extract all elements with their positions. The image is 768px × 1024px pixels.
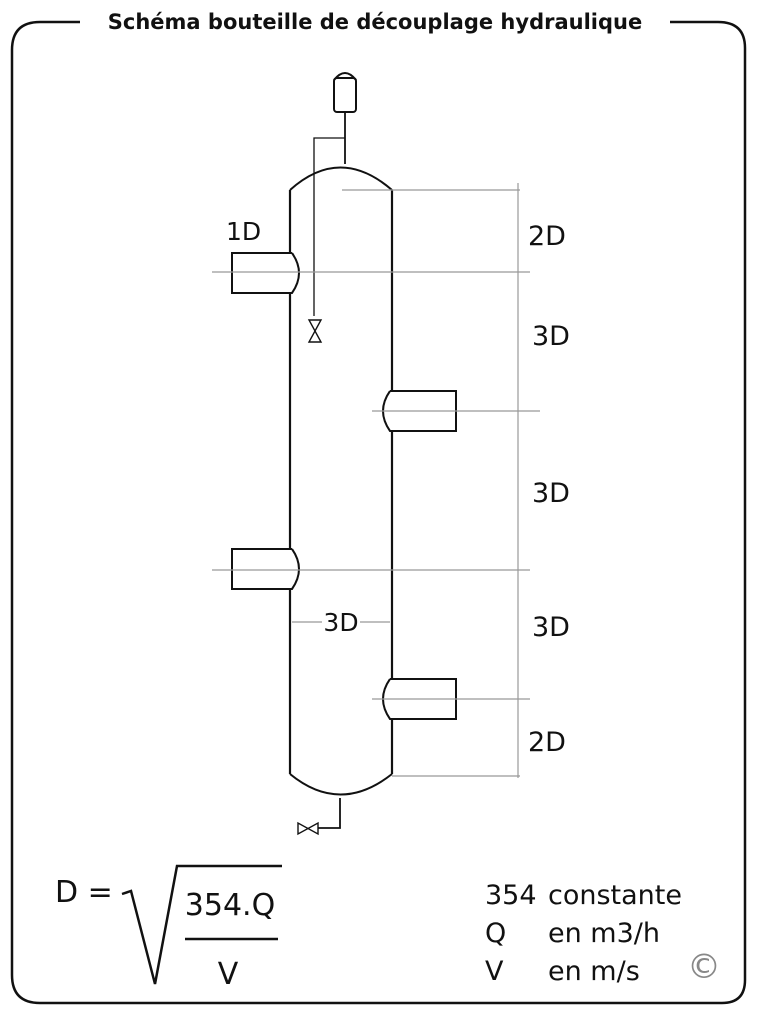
air-vent-cap xyxy=(333,72,357,81)
bottle-top-cap xyxy=(289,166,393,191)
drain-valve-icon xyxy=(297,821,319,836)
nozzle-left-lower xyxy=(231,548,300,590)
bottle-bottom-cap xyxy=(289,773,393,796)
dim-label-3: 3D xyxy=(532,478,570,509)
legend-symbol-2: Q xyxy=(485,918,506,949)
probe-valve-icon xyxy=(307,319,323,343)
dim-label-1: 2D xyxy=(528,221,566,252)
dimension-lines xyxy=(212,183,540,778)
dim-label-2: 3D xyxy=(532,321,570,352)
drain-pipe xyxy=(318,798,341,829)
legend-text-2: en m3/h xyxy=(548,918,660,949)
dim-label-5: 2D xyxy=(528,727,566,758)
dim-label-4: 3D xyxy=(532,612,570,643)
formula-numerator: 354.Q xyxy=(185,888,275,923)
legend-symbol-1: 354 xyxy=(485,880,537,911)
label-inlet-diameter: 1D xyxy=(226,217,261,246)
legend-text-3: en m/s xyxy=(548,956,640,987)
diagram-title: Schéma bouteille de découplage hydrauliq… xyxy=(108,10,642,34)
nozzle-left-top xyxy=(231,252,300,294)
legend-text-1: constante xyxy=(548,880,682,911)
formula-denominator: V xyxy=(218,957,239,992)
frame-border xyxy=(10,20,747,1005)
formula-lhs: D = xyxy=(55,875,113,910)
label-bottle-diameter: 3D xyxy=(323,608,358,637)
air-vent xyxy=(333,77,357,113)
copyright-icon: © xyxy=(687,947,721,987)
sqrt-radical xyxy=(121,864,282,985)
probe-tube xyxy=(313,137,345,316)
legend-symbol-3: V xyxy=(485,956,504,987)
